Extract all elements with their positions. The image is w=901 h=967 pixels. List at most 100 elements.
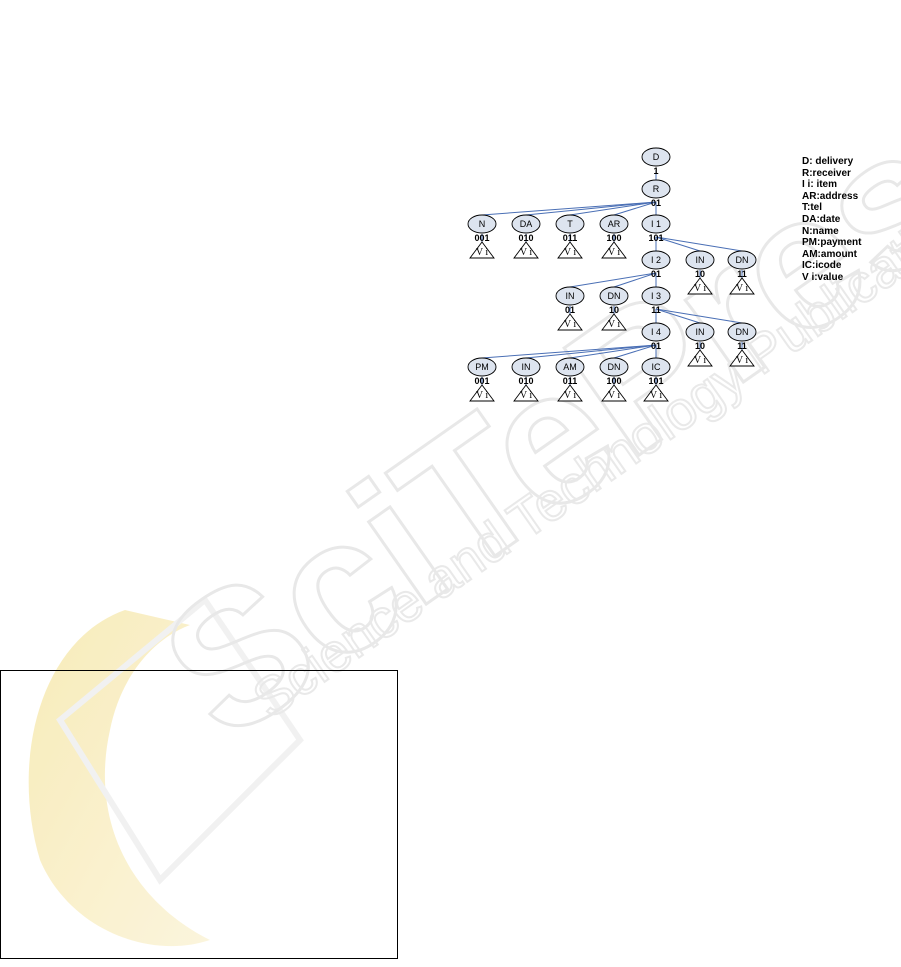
leaf-value-label: V i: [564, 247, 577, 258]
tree-node-code: 01: [651, 341, 661, 351]
leaf-triangle: [687, 277, 713, 295]
tree-edge: [525, 344, 657, 359]
tree-edge: [569, 201, 657, 216]
tree-node-label: PM: [475, 362, 489, 372]
tree-node-DN2: [599, 286, 629, 306]
tree-node-label: DN: [736, 327, 749, 337]
tree-node-label: I 4: [651, 327, 661, 337]
leaf-value-label: V i: [608, 247, 621, 258]
tree-node-AM: [555, 357, 585, 377]
leaf-value-label: V i: [608, 390, 621, 401]
tree-edge: [481, 201, 657, 216]
leaf-triangle: [601, 241, 627, 259]
leaf-triangle: [601, 313, 627, 331]
tree-node-label: DN: [608, 291, 621, 301]
leaf-value-label: V i: [476, 247, 489, 258]
tree-node-label: DA: [520, 219, 533, 229]
watermark-logo-icon: [28, 595, 304, 947]
legend-entry: AM:amount: [802, 248, 857, 260]
tree-node-code: 01: [651, 198, 661, 208]
tree-edge: [613, 344, 657, 359]
leaf-triangle: [469, 384, 495, 402]
tree-node-label: DN: [608, 362, 621, 372]
tree-node-label: IN: [522, 362, 531, 372]
tree-node-code: 10: [695, 341, 705, 351]
leaf-value-label: V i: [564, 319, 577, 330]
legend-entry: V i:value: [802, 271, 844, 283]
tree-edge: [525, 201, 657, 216]
tree-node-code: 11: [737, 341, 747, 351]
tree-node-PM: [467, 357, 497, 377]
legend-entry: PM:payment: [802, 237, 862, 249]
tree-edge: [613, 201, 657, 216]
tree-node-label: DN: [736, 255, 749, 265]
leaf-triangle: [643, 384, 669, 402]
tree-node-label: I 2: [651, 255, 661, 265]
tree-edge: [655, 308, 701, 324]
leaf-value-label: V i: [694, 283, 707, 294]
leaf-value-label: V i: [520, 390, 533, 401]
tree-node-DA: [511, 214, 541, 234]
tree-edge: [655, 236, 701, 252]
tree-node-R: [641, 179, 671, 199]
tree-node-code: 100: [606, 376, 621, 386]
tree-node-DN1: [727, 250, 757, 270]
leaf-triangle: [513, 384, 539, 402]
tree-node-code: 10: [609, 305, 619, 315]
tree-node-code: 001: [474, 233, 489, 243]
tree-node-I3: [641, 286, 671, 306]
leaf-triangle: [557, 241, 583, 259]
legend-entry: R:receiver: [802, 167, 851, 179]
tree-node-IN1: [685, 250, 715, 270]
tree-node-code: 001: [474, 376, 489, 386]
leaf-value-label: V i: [736, 355, 749, 366]
tree-edge: [655, 308, 743, 324]
tree-node-code: 010: [518, 233, 533, 243]
tree-node-IC: [641, 357, 671, 377]
tree-node-code: 11: [737, 269, 747, 279]
tree-node-AR: [599, 214, 629, 234]
tree-node-label: IN: [696, 255, 705, 265]
tree-node-I1: [641, 214, 671, 234]
tree-node-IN4: [511, 357, 541, 377]
tree-node-code: 100: [606, 233, 621, 243]
empty-frame: [0, 670, 398, 959]
tree-edge: [569, 272, 657, 288]
tree-node-label: I 1: [651, 219, 661, 229]
tree-node-IN3: [685, 322, 715, 342]
tree-edge: [569, 344, 657, 359]
tree-node-code: 101: [648, 233, 663, 243]
tree-node-label: IN: [566, 291, 575, 301]
tree-node-D: [641, 147, 671, 167]
tree-node-code: 011: [563, 233, 578, 243]
tree-edge: [481, 344, 657, 359]
edges: [481, 170, 743, 385]
tree-node-label: I 3: [651, 291, 661, 301]
tree-node-code: 10: [695, 269, 705, 279]
tree-node-label: IC: [652, 362, 662, 372]
tree-node-T: [555, 214, 585, 234]
tree-node-N: [467, 214, 497, 234]
leaf-triangle: [729, 277, 755, 295]
tree-node-DN4: [599, 357, 629, 377]
tree-node-label: T: [567, 219, 573, 229]
tree-node-label: N: [479, 219, 486, 229]
tree-node-label: R: [653, 184, 660, 194]
tree-node-code: 01: [565, 305, 575, 315]
tree-node-I2: [641, 250, 671, 270]
tree-node-code: 011: [563, 376, 578, 386]
tree-node-I4: [641, 322, 671, 342]
leaf-value-label: V i: [476, 390, 489, 401]
legend: D: delivery R:receiver I i: item AR:addr…: [802, 156, 861, 284]
tree-node-label: AR: [608, 219, 621, 229]
legend-entry: AR:address: [802, 190, 859, 202]
leaf-triangle: [557, 313, 583, 331]
legend-entry: N:name: [802, 225, 839, 237]
tree-node-label: D: [653, 152, 660, 162]
tree-edge: [655, 236, 743, 252]
legend-entry: I i: item: [802, 179, 838, 191]
tree-node-label: IN: [696, 327, 705, 337]
